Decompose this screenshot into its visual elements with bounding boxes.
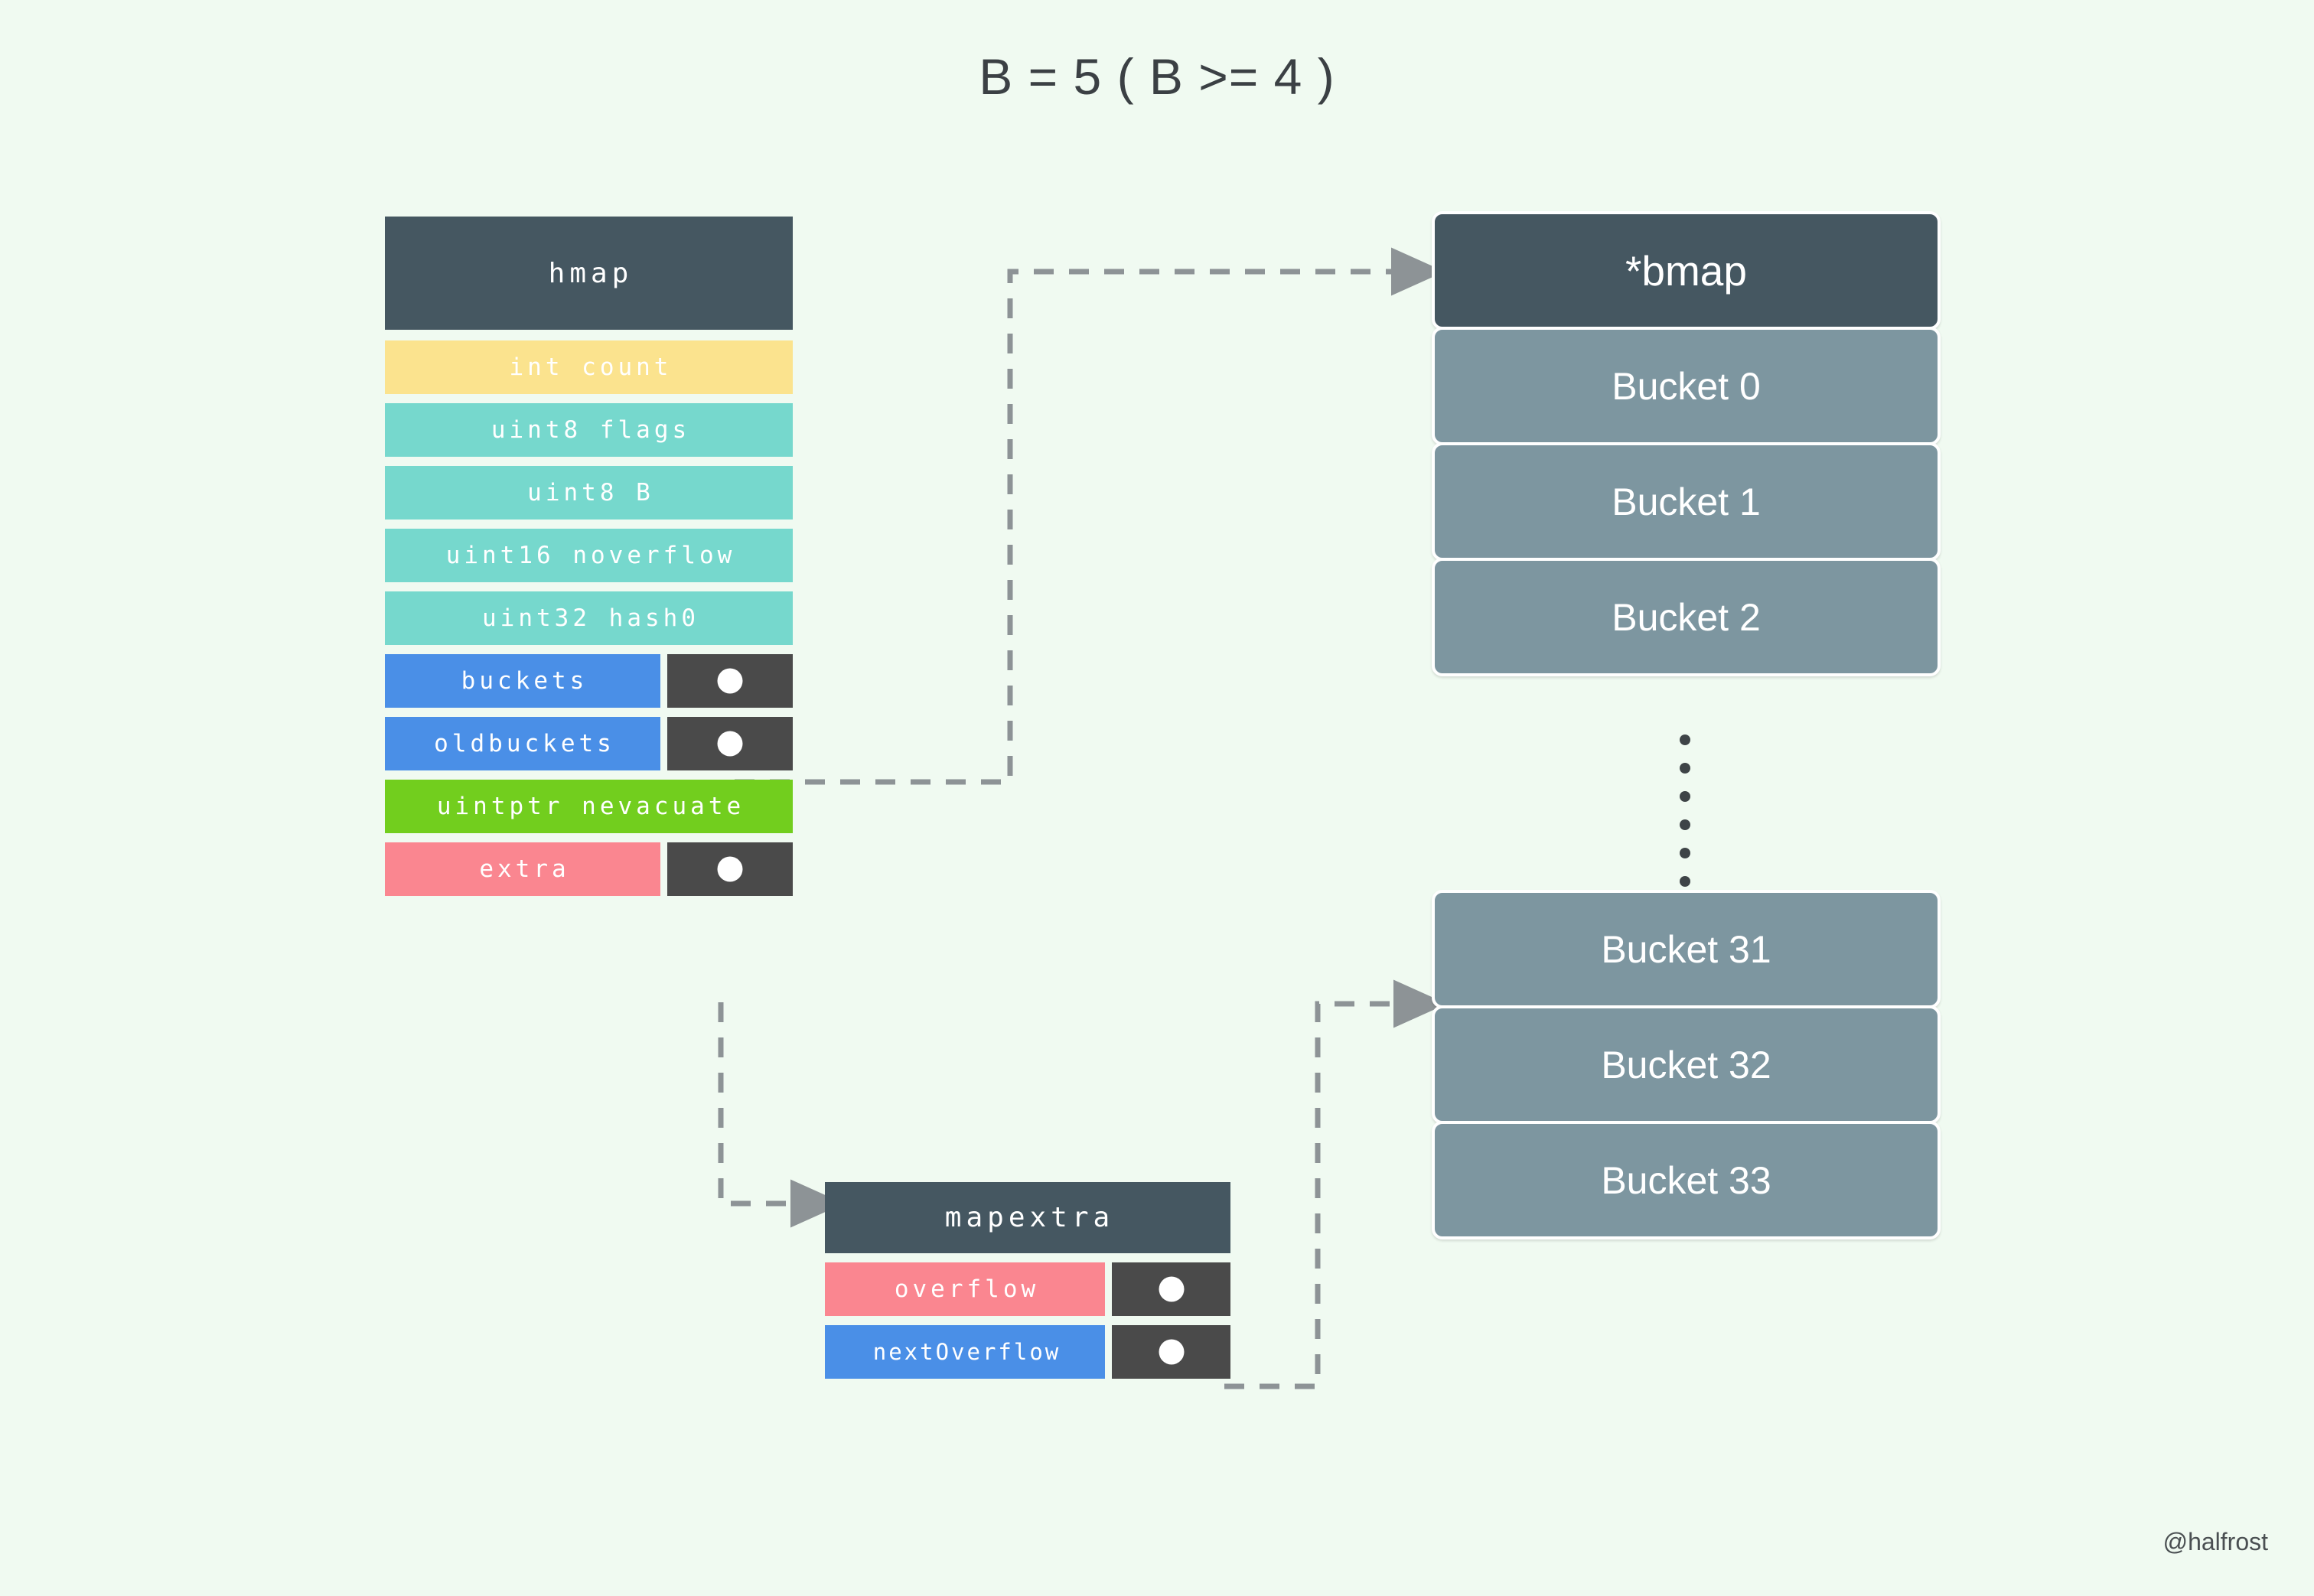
- hmap-pointer-cell-extra: [667, 842, 793, 896]
- mapextra-pointer-cell-overflow: [1112, 1262, 1230, 1316]
- mapextra-field-label-nextoverflow: nextOverflow: [825, 1325, 1105, 1379]
- bucket-bmap-header: *bmap: [1432, 211, 1941, 330]
- hmap-field-label-oldbuckets: oldbuckets: [385, 717, 660, 770]
- wire-buckets-to-bmap: [735, 247, 1445, 785]
- hmap-field-row-b: uint8 B: [385, 466, 793, 520]
- hmap-field-label-b: uint8 B: [385, 466, 793, 520]
- hmap-pointer-cell-oldbuckets: [667, 717, 793, 770]
- hmap-field-label-noverflow: uint16 noverflow: [385, 529, 793, 582]
- hmap-header-label: hmap: [385, 217, 793, 330]
- hmap-field-row-noverflow: uint16 noverflow: [385, 529, 793, 582]
- mapextra-header-label: mapextra: [825, 1182, 1230, 1253]
- mapextra-header-row: mapextra: [825, 1182, 1230, 1253]
- bucket-33: Bucket 33: [1432, 1121, 1941, 1239]
- bucket-group-bottom: Bucket 31 Bucket 32 Bucket 33: [1432, 890, 1941, 1239]
- hmap-header-row: hmap: [385, 217, 793, 330]
- hmap-field-label-hash0: uint32 hash0: [385, 591, 793, 645]
- bucket-31: Bucket 31: [1432, 890, 1941, 1008]
- hmap-field-row-extra: extra: [385, 842, 793, 896]
- hmap-field-row-count: int count: [385, 340, 793, 394]
- mapextra-field-row-nextoverflow: nextOverflow: [825, 1325, 1230, 1379]
- hmap-field-row-flags: uint8 flags: [385, 403, 793, 457]
- wire-nextoverflow-to-bucket32: [1224, 979, 1447, 1389]
- pointer-dot-icon: [717, 731, 743, 757]
- hmap-struct: hmap int count uint8 flags uint8 B uint1…: [385, 217, 793, 905]
- pointer-dot-icon: [1159, 1339, 1184, 1365]
- bucket-1: Bucket 1: [1432, 442, 1941, 561]
- bucket-group-top: *bmap Bucket 0 Bucket 1 Bucket 2: [1432, 211, 1941, 676]
- pointer-dot-icon: [1159, 1276, 1184, 1302]
- mapextra-field-row-overflow: overflow: [825, 1262, 1230, 1316]
- pointer-dot-icon: [717, 668, 743, 694]
- hmap-field-label-flags: uint8 flags: [385, 403, 793, 457]
- hmap-field-label-count: int count: [385, 340, 793, 394]
- hmap-field-row-nevacuate: uintptr nevacuate: [385, 780, 793, 833]
- vertical-ellipsis-icon: [1680, 734, 1690, 904]
- watermark: @halfrost: [2162, 1528, 2268, 1555]
- hmap-field-label-extra: extra: [385, 842, 660, 896]
- mapextra-pointer-cell-nextoverflow: [1112, 1325, 1230, 1379]
- hmap-field-row-oldbuckets: oldbuckets: [385, 717, 793, 770]
- hmap-field-row-hash0: uint32 hash0: [385, 591, 793, 645]
- pointer-dot-icon: [717, 856, 743, 882]
- bucket-0: Bucket 0: [1432, 327, 1941, 445]
- hmap-field-label-nevacuate: uintptr nevacuate: [385, 780, 793, 833]
- mapextra-struct: mapextra overflow nextOverflow: [825, 1182, 1230, 1388]
- hmap-field-row-buckets: buckets: [385, 654, 793, 708]
- bucket-32: Bucket 32: [1432, 1005, 1941, 1124]
- page-title: B = 5 ( B >= 4 ): [979, 48, 1335, 105]
- hmap-pointer-cell-buckets: [667, 654, 793, 708]
- mapextra-field-label-overflow: overflow: [825, 1262, 1105, 1316]
- hmap-field-label-buckets: buckets: [385, 654, 660, 708]
- bucket-2: Bucket 2: [1432, 558, 1941, 676]
- wire-extra-to-mapextra: [718, 1002, 844, 1228]
